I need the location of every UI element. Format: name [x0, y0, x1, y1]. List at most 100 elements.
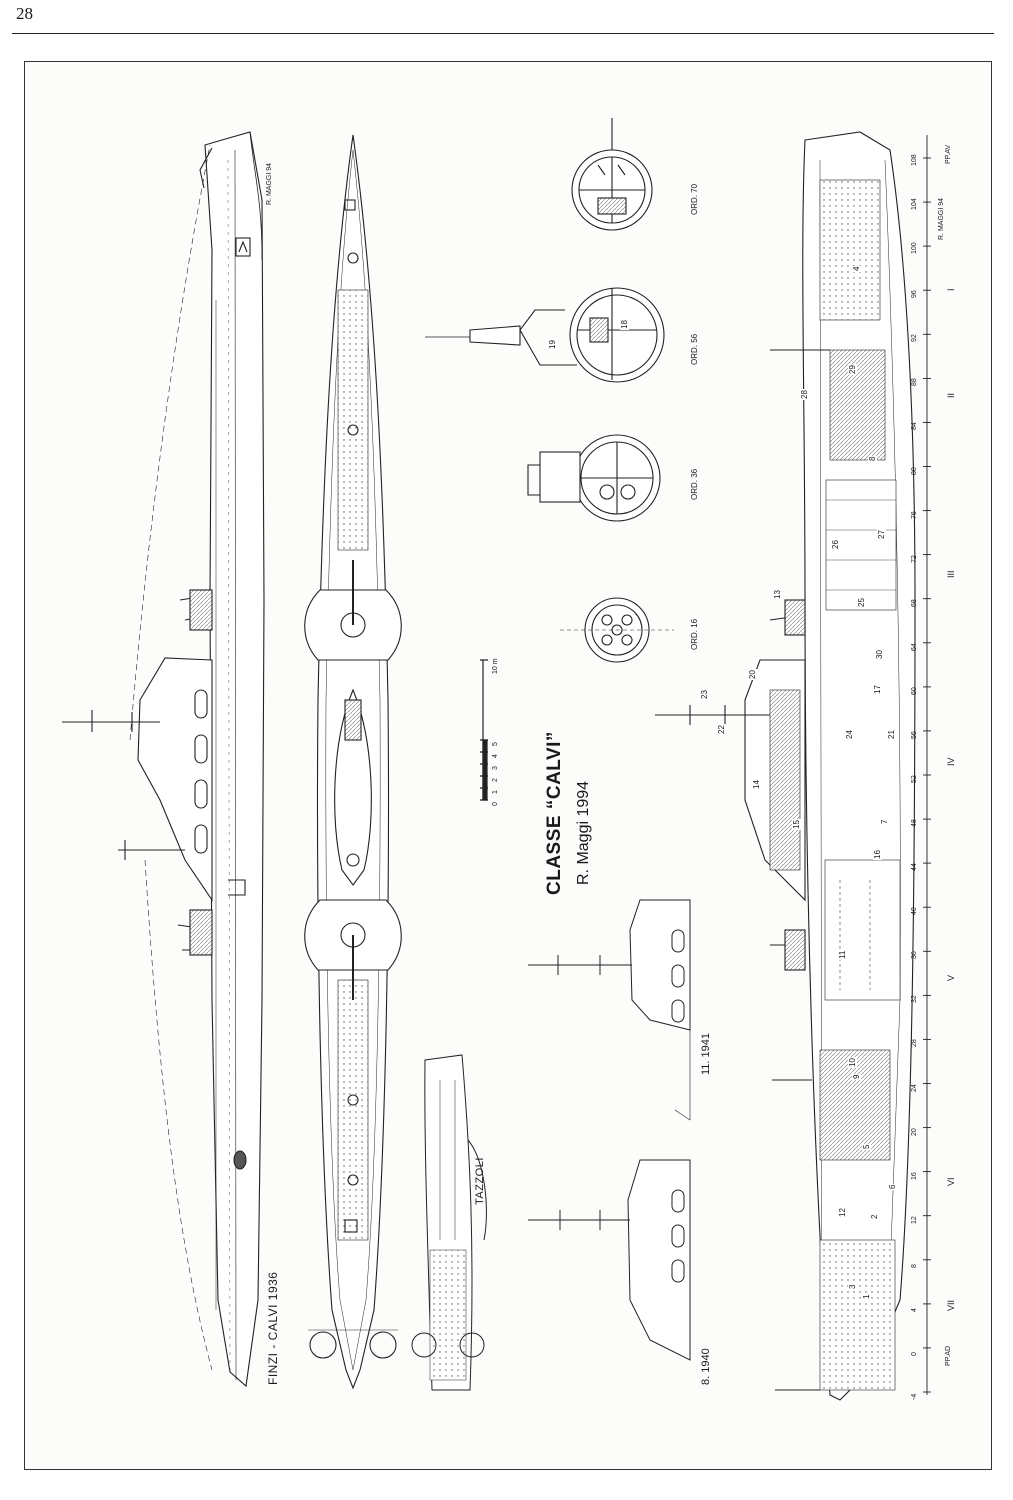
variant-8-1940 — [528, 1159, 691, 1361]
callout-number: 8 — [868, 455, 877, 462]
frame-number: 36 — [911, 951, 918, 960]
callout-number: 3 — [848, 1283, 857, 1290]
profile-label: FINZI - CALVI 1936 — [266, 1271, 280, 1385]
frame-scale — [923, 135, 931, 1395]
callout-number: 11 — [838, 949, 847, 960]
callout-number: 10 — [848, 1057, 857, 1068]
section-label-ord-70: ORD. 70 — [690, 183, 699, 215]
section-label-ord-36: ORD. 36 — [690, 468, 699, 500]
cross-section-ord-36 — [527, 434, 661, 522]
variant-label-1941: 11. 1941 — [700, 1032, 712, 1075]
frame-end-label: PP.AV — [945, 144, 952, 164]
scale-bar — [480, 659, 488, 801]
frame-number: 24 — [911, 1083, 918, 1092]
cross-section-ord-70 — [571, 118, 653, 231]
callout-number: 13 — [773, 589, 782, 600]
callout-number: 22 — [717, 724, 726, 735]
compartment-label: I — [946, 288, 956, 291]
frame-number: 72 — [911, 554, 918, 563]
callout-number: 7 — [880, 818, 889, 825]
callout-number: 15 — [792, 819, 801, 830]
plate-title: CLASSE “CALVI” — [544, 731, 565, 895]
tazzoli-stern-view — [411, 1054, 487, 1391]
cutaway-profile-view — [655, 131, 916, 1401]
frame-number: 28 — [911, 1039, 918, 1048]
callout-number: 28 — [800, 389, 809, 400]
callout-number: 14 — [752, 779, 761, 790]
callout-number: 27 — [877, 529, 886, 540]
frame-number: 84 — [911, 422, 918, 431]
signature-cutaway: R. MAGGI 94 — [938, 197, 945, 240]
callout-number: 23 — [700, 689, 709, 700]
callout-number: 1 — [862, 1293, 871, 1300]
callout-number: 18 — [620, 319, 629, 330]
header-rule — [12, 33, 994, 34]
frame-number: -4 — [911, 1393, 918, 1400]
signature-profile: R. MAGGI 94 — [266, 162, 273, 205]
page-number: 28 — [16, 4, 33, 23]
frame-number: 68 — [911, 598, 918, 607]
frame-number: 104 — [911, 198, 918, 211]
callout-number: 5 — [862, 1143, 871, 1150]
callout-number: 21 — [887, 729, 896, 740]
callout-number: 4 — [852, 265, 861, 272]
frame-number: 16 — [911, 1171, 918, 1180]
cross-section-ord-56 — [425, 287, 665, 383]
variant-label-1940: 8. 1940 — [700, 1348, 712, 1385]
frame-number: 12 — [911, 1215, 918, 1224]
callout-number: 2 — [870, 1213, 879, 1220]
side-profile-view — [62, 131, 265, 1388]
frame-number: 96 — [911, 290, 918, 299]
compartment-label: IV — [946, 757, 956, 766]
scale-tick: 10 m — [492, 658, 499, 674]
scale-tick: 3 — [492, 766, 499, 770]
compartment-label: II — [946, 392, 956, 398]
plate-subtitle: R. Maggi 1994 — [575, 780, 592, 885]
frame-number: 92 — [911, 334, 918, 343]
callout-number: 25 — [857, 597, 866, 608]
scale-tick: 5 — [492, 742, 499, 746]
variant-11-1941 — [528, 899, 691, 1121]
callout-number: 12 — [838, 1207, 847, 1218]
scale-tick: 1 — [492, 790, 499, 794]
section-label-ord-16: ORD. 16 — [690, 618, 699, 650]
callout-number: 20 — [748, 669, 757, 680]
frame-end-label: PP.AD — [945, 1345, 952, 1366]
plan-view — [304, 134, 402, 1390]
frame-number: 20 — [911, 1127, 918, 1136]
section-label-ord-56: ORD. 56 — [690, 333, 699, 365]
callout-number: 6 — [888, 1183, 897, 1190]
frame-number: 32 — [911, 995, 918, 1004]
tazzoli-label: TAZZOLI — [474, 1157, 486, 1205]
frame-number: 8 — [911, 1263, 918, 1268]
callout-number: 19 — [548, 339, 557, 350]
scale-tick: 0 — [492, 802, 499, 806]
frame-number: 88 — [911, 378, 918, 387]
frame-number: 56 — [911, 731, 918, 739]
frame-number: 4 — [911, 1307, 918, 1312]
callout-number: 26 — [831, 539, 840, 550]
frame-number: 52 — [911, 775, 918, 783]
callout-number: 29 — [848, 364, 857, 375]
frame-number: 80 — [911, 466, 918, 475]
frame-number: 60 — [911, 687, 918, 695]
frame-number: 48 — [911, 819, 918, 828]
frame-number: 64 — [911, 642, 918, 651]
scale-tick: 4 — [492, 754, 499, 758]
callout-number: 30 — [875, 649, 884, 660]
callout-number: 16 — [873, 849, 882, 860]
callout-number: 24 — [845, 729, 854, 740]
callout-number: 17 — [873, 684, 882, 695]
frame-number: 40 — [911, 907, 918, 916]
compartment-label: VI — [946, 1177, 956, 1186]
compartment-label: VII — [946, 1299, 956, 1311]
frame-number: 100 — [911, 242, 918, 255]
compartment-label: III — [946, 570, 956, 578]
frame-number: 44 — [911, 863, 918, 872]
frame-number: 0 — [911, 1352, 918, 1356]
compartment-label: V — [946, 974, 956, 981]
cross-section-ord-16 — [560, 597, 674, 663]
frame-number: 76 — [911, 510, 918, 519]
callout-number: 9 — [852, 1073, 861, 1080]
